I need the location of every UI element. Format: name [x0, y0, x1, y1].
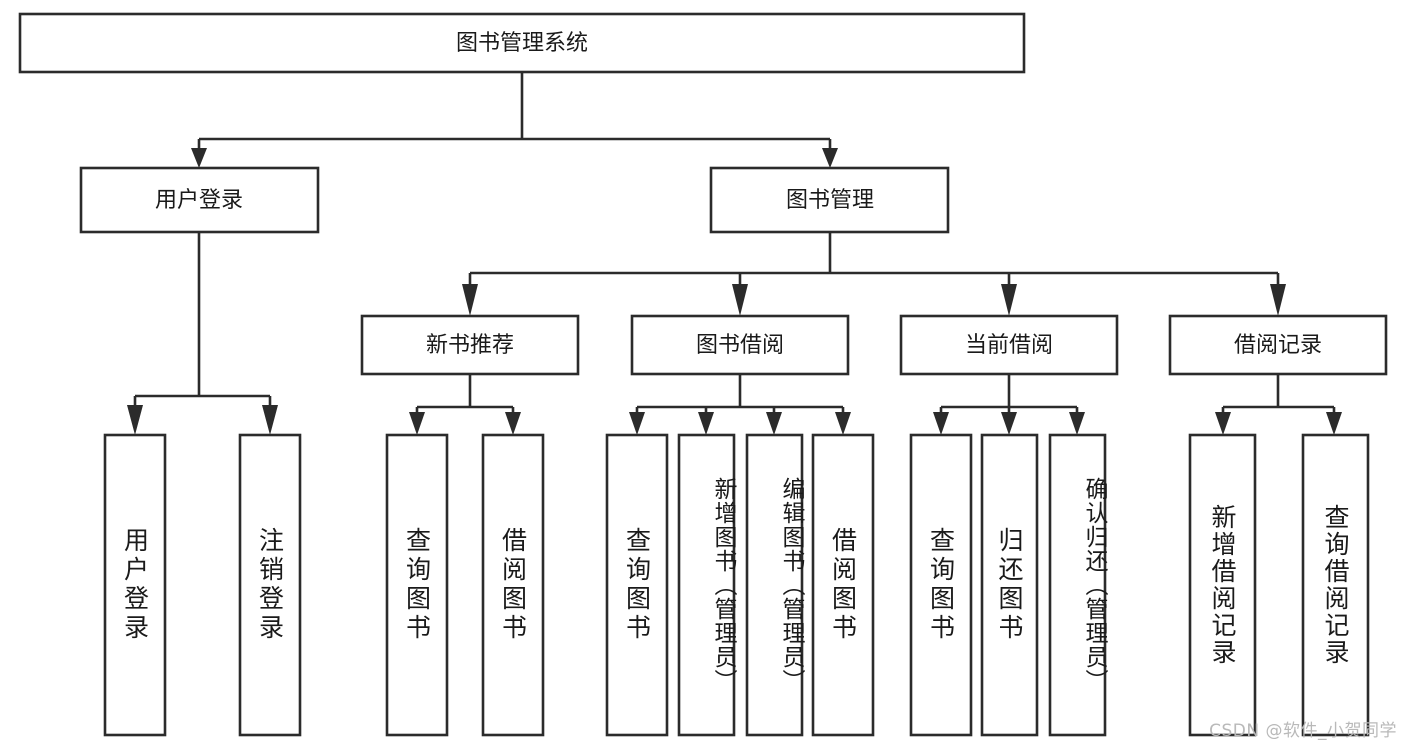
- node-current-borrow-box[interactable]: [899, 314, 1119, 376]
- leaf-box-add-book[interactable]: [677, 433, 736, 737]
- node-current-borrow[interactable]: 当前借阅: [899, 314, 1119, 376]
- arrow-head-leaf-borrow-1: [505, 412, 521, 435]
- leaf-box-add-record[interactable]: [1188, 433, 1257, 737]
- arrow-head-leaf-addbook: [698, 412, 714, 435]
- node-borrow-records[interactable]: 借阅记录: [1168, 314, 1388, 376]
- leaf-box-query-book-2[interactable]: [605, 433, 669, 737]
- arrow-head-borrow: [732, 284, 748, 316]
- node-book-borrow-box[interactable]: [630, 314, 850, 376]
- node-new-book-recommend-box[interactable]: [360, 314, 580, 376]
- node-borrow-records-label: 借阅记录: [1234, 333, 1322, 358]
- arrow-head-leaf-logout: [262, 405, 278, 435]
- arrow-head-leaf-add-record: [1215, 412, 1231, 435]
- node-new-book-recommend-label: 新书推荐: [426, 333, 514, 358]
- node-book-management-box[interactable]: [709, 166, 950, 234]
- node-book-borrow-label: 图书借阅: [696, 333, 784, 358]
- node-root[interactable]: 图书管理系统: [18, 12, 1026, 74]
- arrow-head-leaf-query-2: [629, 412, 645, 435]
- arrow-head-records: [1270, 284, 1286, 316]
- leaf-box-return-book[interactable]: [980, 433, 1039, 737]
- node-root-box[interactable]: [18, 12, 1026, 74]
- connector-layer: [127, 72, 1342, 435]
- node-book-borrow[interactable]: 图书借阅: [630, 314, 850, 376]
- leaf-box-user-login[interactable]: [103, 433, 167, 737]
- arrow-head-leaf-return: [1001, 412, 1017, 435]
- node-current-borrow-label: 当前借阅: [965, 333, 1053, 358]
- node-borrow-records-box[interactable]: [1168, 314, 1388, 376]
- node-user-login[interactable]: 用户登录: [79, 166, 320, 234]
- node-book-management[interactable]: 图书管理: [709, 166, 950, 234]
- arrow-head-leaf-borrow-2: [835, 412, 851, 435]
- node-user-login-label: 用户登录: [155, 188, 243, 213]
- node-book-management-label: 图书管理: [786, 188, 874, 213]
- leaf-box-query-book-1[interactable]: [385, 433, 449, 737]
- leaf-box-borrow-book-2[interactable]: [811, 433, 875, 737]
- leaf-box-query-record[interactable]: [1301, 433, 1370, 737]
- leaf-box-layer: [103, 433, 1370, 737]
- arrow-head-leaf-user-login: [127, 405, 143, 435]
- arrow-head-newbook: [462, 284, 478, 316]
- arrow-head-leaf-query-record: [1326, 412, 1342, 435]
- leaf-box-query-book-3[interactable]: [909, 433, 973, 737]
- node-user-login-box[interactable]: [79, 166, 320, 234]
- arrow-head-bookmgmt: [822, 148, 838, 168]
- node-new-book-recommend[interactable]: 新书推荐: [360, 314, 580, 376]
- arrow-head-userlogin: [191, 148, 207, 168]
- arrow-head-leaf-query-1: [409, 412, 425, 435]
- arrow-head-leaf-confirm-return: [1069, 412, 1085, 435]
- leaf-box-borrow-book-1[interactable]: [481, 433, 545, 737]
- arrow-head-leaf-query-3: [933, 412, 949, 435]
- leaf-box-edit-book[interactable]: [745, 433, 804, 737]
- arrow-head-leaf-editbook: [766, 412, 782, 435]
- node-root-label: 图书管理系统: [456, 31, 588, 56]
- leaf-box-confirm-return[interactable]: [1048, 433, 1107, 737]
- arrow-head-current: [1001, 284, 1017, 316]
- leaf-box-logout[interactable]: [238, 433, 302, 737]
